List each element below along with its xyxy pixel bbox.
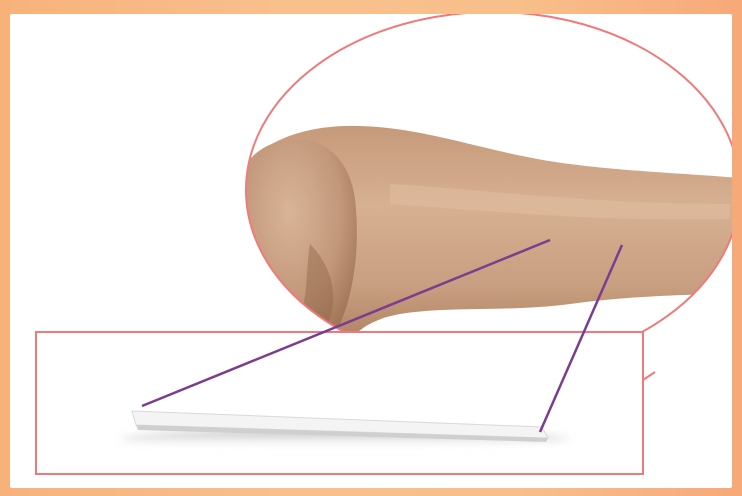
fist-shape <box>235 139 357 349</box>
callout-connector <box>643 372 655 380</box>
diagram-canvas <box>10 14 732 488</box>
diagram-svg <box>10 14 732 488</box>
forearm-photo <box>230 126 732 354</box>
